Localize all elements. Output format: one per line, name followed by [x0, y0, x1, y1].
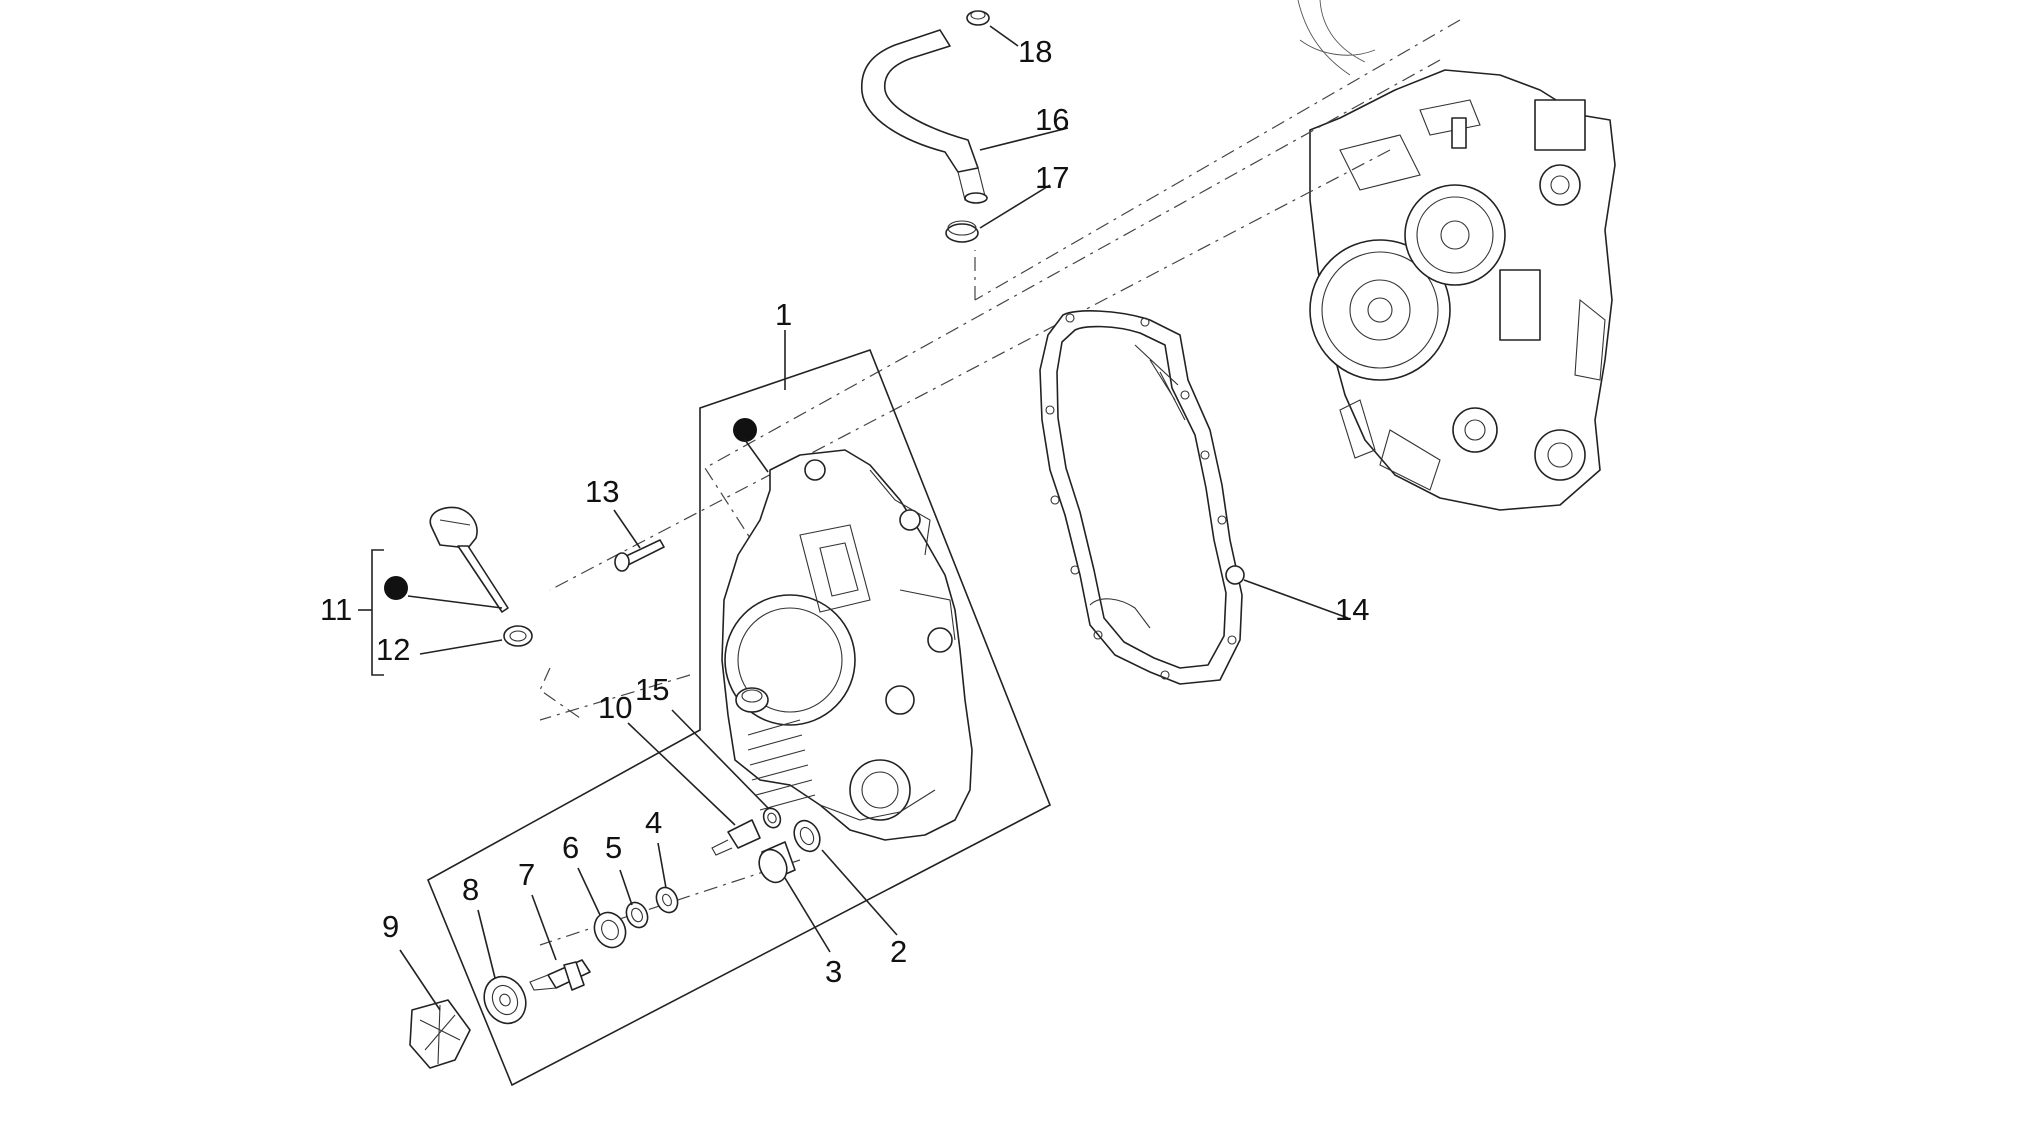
o-ring-2 [793, 819, 821, 853]
callout-17: 17 [1035, 160, 1069, 195]
attention-dot-icon [384, 576, 408, 600]
engine-crankcase [1297, 0, 1616, 511]
callout-15: 15 [635, 672, 669, 707]
callout-10: 10 [598, 690, 632, 725]
crankcase-cover [426, 348, 1052, 1087]
callout-3: 3 [825, 954, 842, 989]
impeller-9 [409, 999, 471, 1069]
washer-15 [762, 807, 782, 829]
callout-7: 7 [518, 857, 535, 892]
temperature-sensor-10 [711, 819, 761, 856]
hose-clamp-bottom [945, 220, 979, 243]
bushing-3 [758, 841, 796, 884]
callout-6: 6 [562, 830, 579, 865]
callout-8: 8 [462, 872, 479, 907]
callout-5: 5 [605, 830, 622, 865]
hose-clamp-top [966, 10, 990, 26]
cover-bolt [614, 539, 665, 572]
callout-4: 4 [645, 805, 662, 840]
pulley-8 [483, 975, 527, 1025]
cover-gasket [1039, 310, 1245, 685]
callout-11: 11 [320, 592, 352, 627]
seal-5 [625, 901, 649, 929]
bearing-6 [593, 911, 627, 949]
callout-14: 14 [1335, 592, 1369, 627]
leader-lines [399, 25, 1349, 1011]
callout-9: 9 [382, 909, 399, 944]
attention-dot-icon [733, 418, 757, 442]
callout-16: 16 [1035, 102, 1069, 137]
dipstick-group-bracket [358, 549, 384, 676]
dipstick-o-ring [503, 625, 533, 647]
callout-2: 2 [890, 934, 907, 969]
callout-12: 12 [376, 632, 410, 667]
callout-1: 1 [775, 297, 792, 332]
breather-hose [860, 29, 988, 204]
pump-shaft-7 [529, 959, 591, 991]
oil-dipstick [429, 506, 509, 613]
washer-4 [655, 886, 679, 914]
callout-18: 18 [1018, 34, 1052, 69]
callout-labels: 1 2 3 4 5 6 7 8 9 10 11 12 13 14 15 16 1… [320, 34, 1369, 989]
callout-13: 13 [585, 474, 619, 509]
